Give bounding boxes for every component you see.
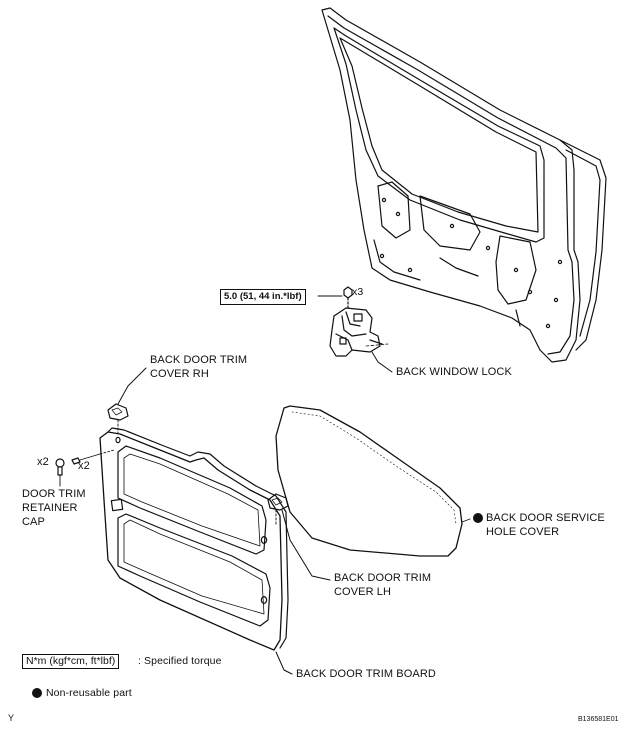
trim-cover-rh <box>107 367 147 435</box>
back-window-lock-label: BACK WINDOW LOCK <box>396 366 512 378</box>
trim-cover-lh-label-line2: COVER LH <box>334 586 392 598</box>
trim-cover-rh-label-line2: COVER RH <box>150 368 209 380</box>
cap-quantity: x2 <box>37 456 49 468</box>
trim-cover-rh-label-line1: BACK DOOR TRIM <box>150 354 248 366</box>
corner-mark: Y <box>8 713 15 723</box>
legend-torque-units: N*m (kgf*cm, ft*lbf) <box>22 654 120 669</box>
legend-torque-desc: : Specified torque <box>138 655 222 667</box>
service-cover-label-line1: BACK DOOR SERVICE <box>486 512 605 524</box>
lock-bolt-quantity: x3 <box>352 286 364 298</box>
back-window-lock <box>329 286 393 373</box>
trim-cover-lh <box>267 493 331 581</box>
screw-quantity: x2 <box>78 460 90 472</box>
retainer-cap-label-line1: DOOR TRIM <box>22 488 86 500</box>
legend-non-reusable: Non-reusable part <box>46 687 132 699</box>
trim-cover-lh-label-line1: BACK DOOR TRIM <box>334 572 432 584</box>
retainer-cap-and-screw <box>55 449 115 487</box>
retainer-cap-label-line2: RETAINER <box>22 502 78 514</box>
trim-board-label: BACK DOOR TRIM BOARD <box>296 668 436 680</box>
back-door-panel <box>321 7 607 363</box>
figure-code: B136581E01 <box>578 716 619 723</box>
service-hole-cover <box>275 405 463 557</box>
retainer-cap-label-line3: CAP <box>22 516 45 528</box>
service-cover-label-line2: HOLE COVER <box>486 526 560 538</box>
torque-spec-label: 5.0 (51, 44 in.*lbf) <box>220 289 306 305</box>
back-door-trim-board <box>99 427 289 651</box>
